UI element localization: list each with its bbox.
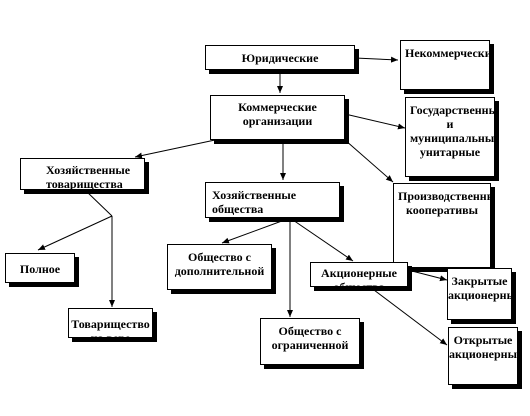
node-legal-entities: Юридические bbox=[205, 45, 355, 70]
node-business-partnerships-label: Хозяйственные товарищества bbox=[46, 163, 131, 190]
arrow-legal-to-noncommercial bbox=[354, 56, 399, 63]
node-joint-stock-label: Акционерные общества bbox=[321, 266, 397, 287]
arrow-jsc-to-open bbox=[369, 286, 448, 346]
node-legal-entities-label: Юридические bbox=[241, 51, 319, 65]
node-full-partnership-label: Полное bbox=[19, 262, 61, 276]
node-limited-partnership-label: Товарищество на вере bbox=[71, 317, 150, 338]
node-additional-liability: Общество с дополнительной bbox=[167, 244, 272, 290]
node-closed-jsc: Закрытые акционерные bbox=[447, 268, 512, 320]
node-commercial-label: Коммерческие организации bbox=[238, 100, 317, 128]
node-closed-jsc-label: Закрытые акционерные bbox=[448, 274, 511, 302]
node-state-municipal: Государственные и муниципальные унитарны… bbox=[405, 97, 495, 177]
node-limited-partnership: Товарищество на вере bbox=[68, 308, 153, 338]
node-commercial: Коммерческие организации bbox=[210, 95, 345, 140]
node-production-coops: Производственные кооперативы bbox=[393, 183, 491, 268]
arrow-jsc-to-closed bbox=[407, 269, 448, 282]
node-joint-stock: Акционерные общества bbox=[310, 262, 408, 287]
node-production-coops-label: Производственные кооперативы bbox=[398, 189, 490, 217]
line-partnerships-branch bbox=[84, 189, 113, 217]
node-open-jsc: Открытые акционерные bbox=[448, 327, 518, 385]
node-noncommercial: Некоммерческие bbox=[400, 40, 490, 90]
node-business-companies-label: Хозяйственные общества bbox=[212, 188, 297, 216]
arrow-companies-to-additional bbox=[221, 217, 291, 244]
arrow-commercial-to-state bbox=[344, 113, 406, 130]
node-state-municipal-label: Государственные и муниципальные унитарны… bbox=[410, 103, 495, 159]
node-full-partnership: Полное bbox=[5, 253, 75, 283]
arrow-commercial-to-coop bbox=[344, 139, 394, 183]
node-business-partnerships: Хозяйственные товарищества bbox=[20, 158, 145, 190]
arrow-companies-to-jsc bbox=[289, 217, 354, 262]
node-business-companies: Хозяйственные общества bbox=[205, 182, 340, 218]
node-llc-label: Общество с ограниченной bbox=[271, 324, 349, 352]
node-open-jsc-label: Открытые акционерные bbox=[449, 333, 518, 361]
arrow-partnerships-to-full bbox=[37, 215, 113, 251]
node-additional-liability-label: Общество с дополнительной bbox=[174, 250, 265, 278]
node-noncommercial-label: Некоммерческие bbox=[405, 46, 490, 60]
arrow-commercial-to-partnerships bbox=[134, 139, 216, 159]
node-llc: Общество с ограниченной bbox=[260, 318, 360, 365]
